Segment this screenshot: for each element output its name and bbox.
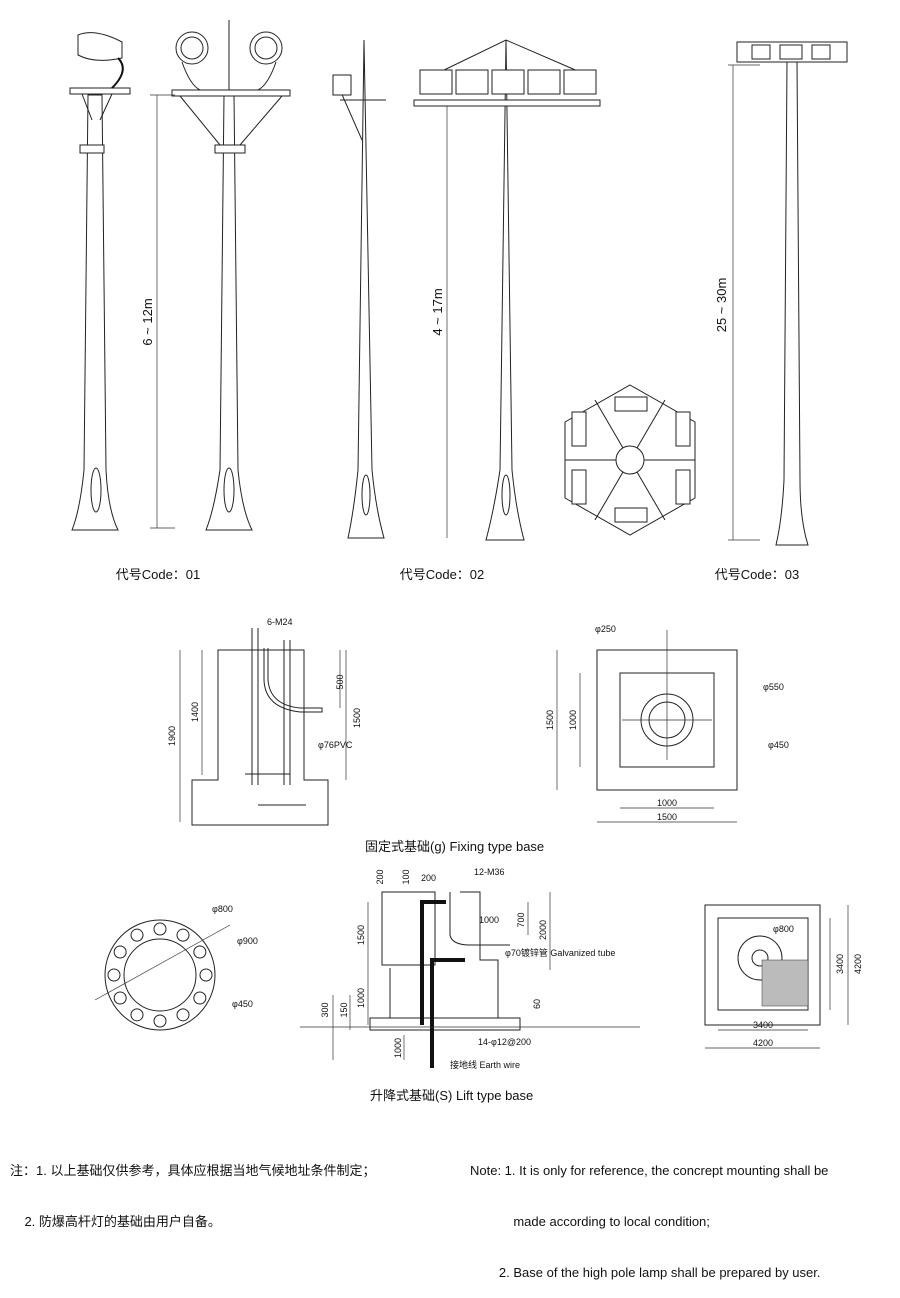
earth-wire-label: 接地线 Earth wire [450,1059,520,1070]
note-cn-line: 2. 防爆高杆灯的基础由用户自备。 [10,1214,221,1229]
pole-01-double-lamp [171,20,291,531]
dim-phi450: φ450 [232,999,253,1009]
dim-phi550: φ550 [763,682,784,692]
lift-base-flange: φ800 φ900 φ450 [94,904,258,1031]
dim-plan-1000-h: 1000 [568,710,578,730]
dim-3400-h: 3400 [835,954,845,974]
rebar-label: 14-φ12@200 [478,1037,531,1047]
bolt-hole [199,968,213,982]
code-02-label: 代号Code：02 [400,567,485,582]
bolt-hole [153,922,167,936]
fixing-base-section: 1900 1400 500 1500 6-M24 φ76PVC [167,617,362,826]
bolt-hole [176,1008,190,1022]
bolt-hole [130,1008,144,1022]
code-01-label: 代号Code：01 [116,567,201,582]
bolt-hole [130,928,144,942]
dim-phi250: φ250 [595,624,616,634]
dim-phi800: φ800 [212,904,233,914]
dim-200-top: 200 [375,869,385,884]
dimension-25-30m: 25 ~ 30m [714,64,760,541]
dim-1000-lower: 1000 [356,988,366,1008]
bolt-hole [107,968,121,982]
height-label-01: 6 ~ 12m [140,298,155,345]
dim-1000-pipe: 1000 [479,915,499,925]
dim-plan-1500-w: 1500 [657,812,677,822]
dim-plan-1500-h: 1500 [545,710,555,730]
dim-500: 500 [335,674,345,689]
bolt-hole [153,1014,167,1028]
dim-150: 150 [339,1002,349,1017]
height-label-02: 4 ~ 17m [430,288,445,335]
note-en-line: 2. Base of the high pole lamp shall be p… [470,1265,821,1280]
note-en-line: Note: 1. It is only for reference, the c… [470,1163,829,1178]
dim-1400: 1400 [190,702,200,722]
dim-700: 700 [516,912,526,927]
lift-base-plan: φ800 3400 4200 3400 4200 [704,904,863,1049]
dim-2000: 2000 [538,920,548,940]
dim-100-top: 100 [401,869,411,884]
height-label-03: 25 ~ 30m [714,278,729,333]
dim-1900: 1900 [167,726,177,746]
fixing-base-plan: φ250 φ550 φ450 1500 1000 1000 1500 [545,624,789,823]
drawing-canvas: 6 ~ 12m 代号Code：01 4 ~ 17m 代号Code：02 [69,20,863,1103]
bolt-hole [193,991,207,1005]
dim-60: 60 [532,999,542,1009]
note-en-line: made according to local condition; [470,1214,710,1229]
bolts-6-m24: 6-M24 [267,617,293,627]
bolts-12-m36: 12-M36 [474,867,505,877]
pole-02-crossbar [413,39,601,541]
dim-plan-1000-w: 1000 [657,798,677,808]
pole-03-high-mast [736,41,848,546]
dim-200-mid: 200 [421,873,436,883]
notes-english: Note: 1. It is only for reference, the c… [470,1128,828,1298]
bolt-hole [193,945,207,959]
dim-4200-w: 4200 [753,1038,773,1048]
fixing-base-caption: 固定式基础(g) Fixing type base [365,839,544,854]
dim-phi900: φ900 [237,936,258,946]
pvc-label: φ76PVC [318,740,353,750]
dimension-6-12m: 6 ~ 12m [140,94,175,529]
note-cn-line: 注：1. 以上基础仅供参考，具体应根据当地气候地址条件制定； [10,1163,376,1178]
dim-3400-w: 3400 [753,1020,773,1030]
lift-base-section: 200 100 200 12-M36 1000 700 2000 φ70镀锌管 … [300,867,640,1070]
dim-300: 300 [320,1002,330,1017]
dim-phi800-plan: φ800 [773,924,794,934]
bolt-hole [113,945,127,959]
code-03-label: 代号Code：03 [715,567,800,582]
dim-phi450: φ450 [768,740,789,750]
lift-base-caption: 升降式基础(S) Lift type base [370,1088,533,1103]
dim-1000-ground: 1000 [393,1038,403,1058]
hexagonal-lamp-ring [564,384,696,536]
dimension-4-17m: 4 ~ 17m [430,106,448,538]
pole-02-single [332,39,386,539]
pole-01-single-lamp [69,32,131,531]
galvanized-tube-label: φ70镀锌管 Galvanized tube [505,947,615,958]
dim-4200-h: 4200 [853,954,863,974]
bolt-hole [176,928,190,942]
dim-1500: 1500 [352,708,362,728]
dim-1500: 1500 [356,925,366,945]
bolt-hole [113,991,127,1005]
